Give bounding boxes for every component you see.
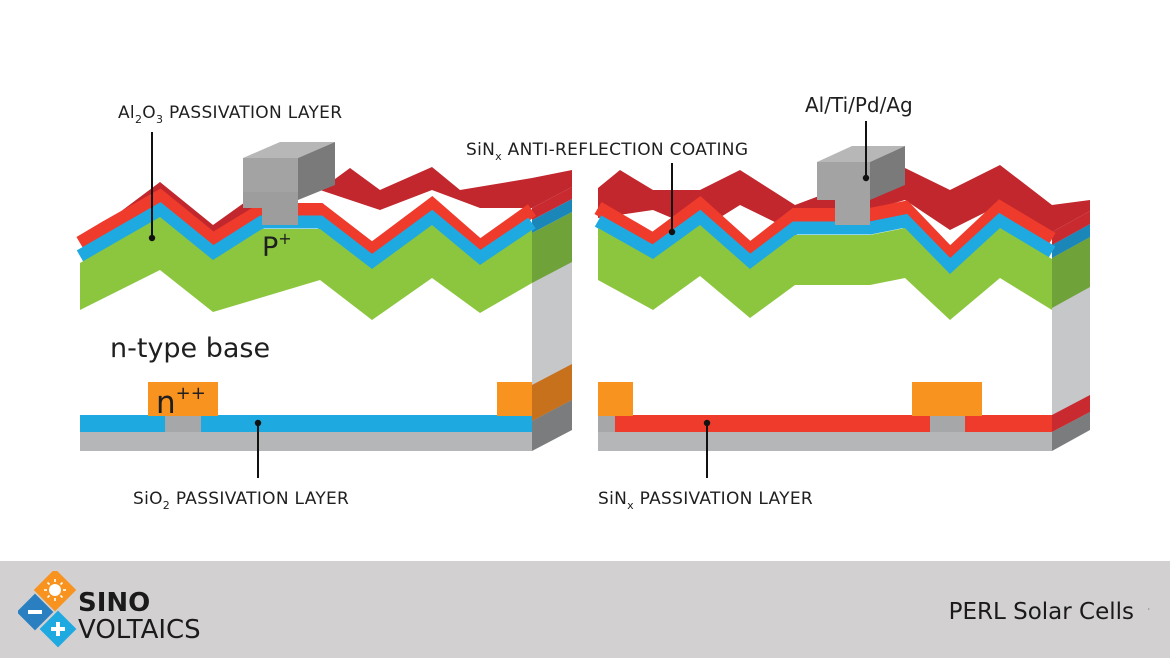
left-rear-gray <box>80 431 532 451</box>
label-n-plus-plus: n++ <box>156 383 206 421</box>
left-contact-side <box>298 142 335 200</box>
left-contact-top <box>243 142 335 158</box>
right-rear-gray <box>598 431 1052 451</box>
plus-icon <box>39 610 77 648</box>
right-side-red <box>1052 211 1090 245</box>
right-contact-side <box>870 146 905 200</box>
right-contact-top <box>817 146 905 162</box>
left-n-plus-plus-region <box>148 382 218 416</box>
leader-al2o3-dot <box>148 234 156 242</box>
leader-sinx-pass-dot <box>703 419 711 427</box>
minus-icon <box>18 593 54 631</box>
footer-bar: SINO VOLTAICS PERL Solar Cells · <box>0 561 1170 658</box>
label-al2o3: Al2O3 PASSIVATION LAYER <box>118 103 342 126</box>
left-contact-front <box>243 190 298 225</box>
logo-word-bottom: VOLTAICS <box>78 615 201 645</box>
left-side-blue <box>532 199 572 233</box>
label-metal-stack: Al/Ti/Pd/Ag <box>805 93 913 117</box>
left-side-red <box>532 187 572 220</box>
right-side-gray-bottom <box>1052 412 1090 451</box>
logo-word-top: SINO <box>78 588 150 618</box>
right-contact-body <box>817 162 870 225</box>
footer-mark: · <box>1147 605 1150 614</box>
left-contact-body <box>243 158 298 192</box>
right-side-rear-red <box>1052 395 1090 432</box>
right-rear-gap-left <box>598 415 615 432</box>
label-sinx-passivation: SiNx PASSIVATION LAYER <box>598 489 813 512</box>
left-al2o3-band <box>76 202 536 271</box>
footer-title: PERL Solar Cells <box>948 599 1134 625</box>
left-silicon-layer <box>80 217 532 320</box>
label-n-type-base: n-type base <box>110 333 270 364</box>
perl-cell-diagram: Al2O3 PASSIVATION LAYER SiNx ANTI-REFLEC… <box>76 93 1090 512</box>
left-side-green <box>532 212 572 283</box>
right-rear-red <box>615 415 1052 432</box>
leader-sinx-arc-dot <box>668 228 676 236</box>
sinovoltaics-logo[interactable]: SINO VOLTAICS <box>18 571 238 651</box>
right-side-blue <box>1052 224 1090 258</box>
left-texture-top <box>80 167 572 240</box>
left-side-orange-pad <box>497 382 532 416</box>
left-cell <box>76 132 572 478</box>
left-rear-blue <box>80 415 532 432</box>
label-sio2: SiO2 PASSIVATION LAYER <box>133 489 349 512</box>
right-silicon-layer <box>598 225 1052 320</box>
left-side-gray-bottom <box>532 400 572 451</box>
right-orange-pad-mid <box>912 382 982 416</box>
right-cell <box>594 121 1090 478</box>
right-side-green <box>1052 237 1090 308</box>
label-p-plus: P+ <box>262 229 292 263</box>
right-al2o3-band <box>594 209 1056 277</box>
right-rear-gap-mid <box>930 415 965 432</box>
right-orange-pad-left <box>598 382 633 416</box>
leader-sio2-dot <box>254 419 262 427</box>
label-sinx-arc: SiNx ANTI-REFLECTION COATING <box>466 140 748 163</box>
leader-metal-dot <box>862 174 870 182</box>
left-rear-contact-gap <box>165 415 201 432</box>
left-side-orange <box>532 364 572 421</box>
